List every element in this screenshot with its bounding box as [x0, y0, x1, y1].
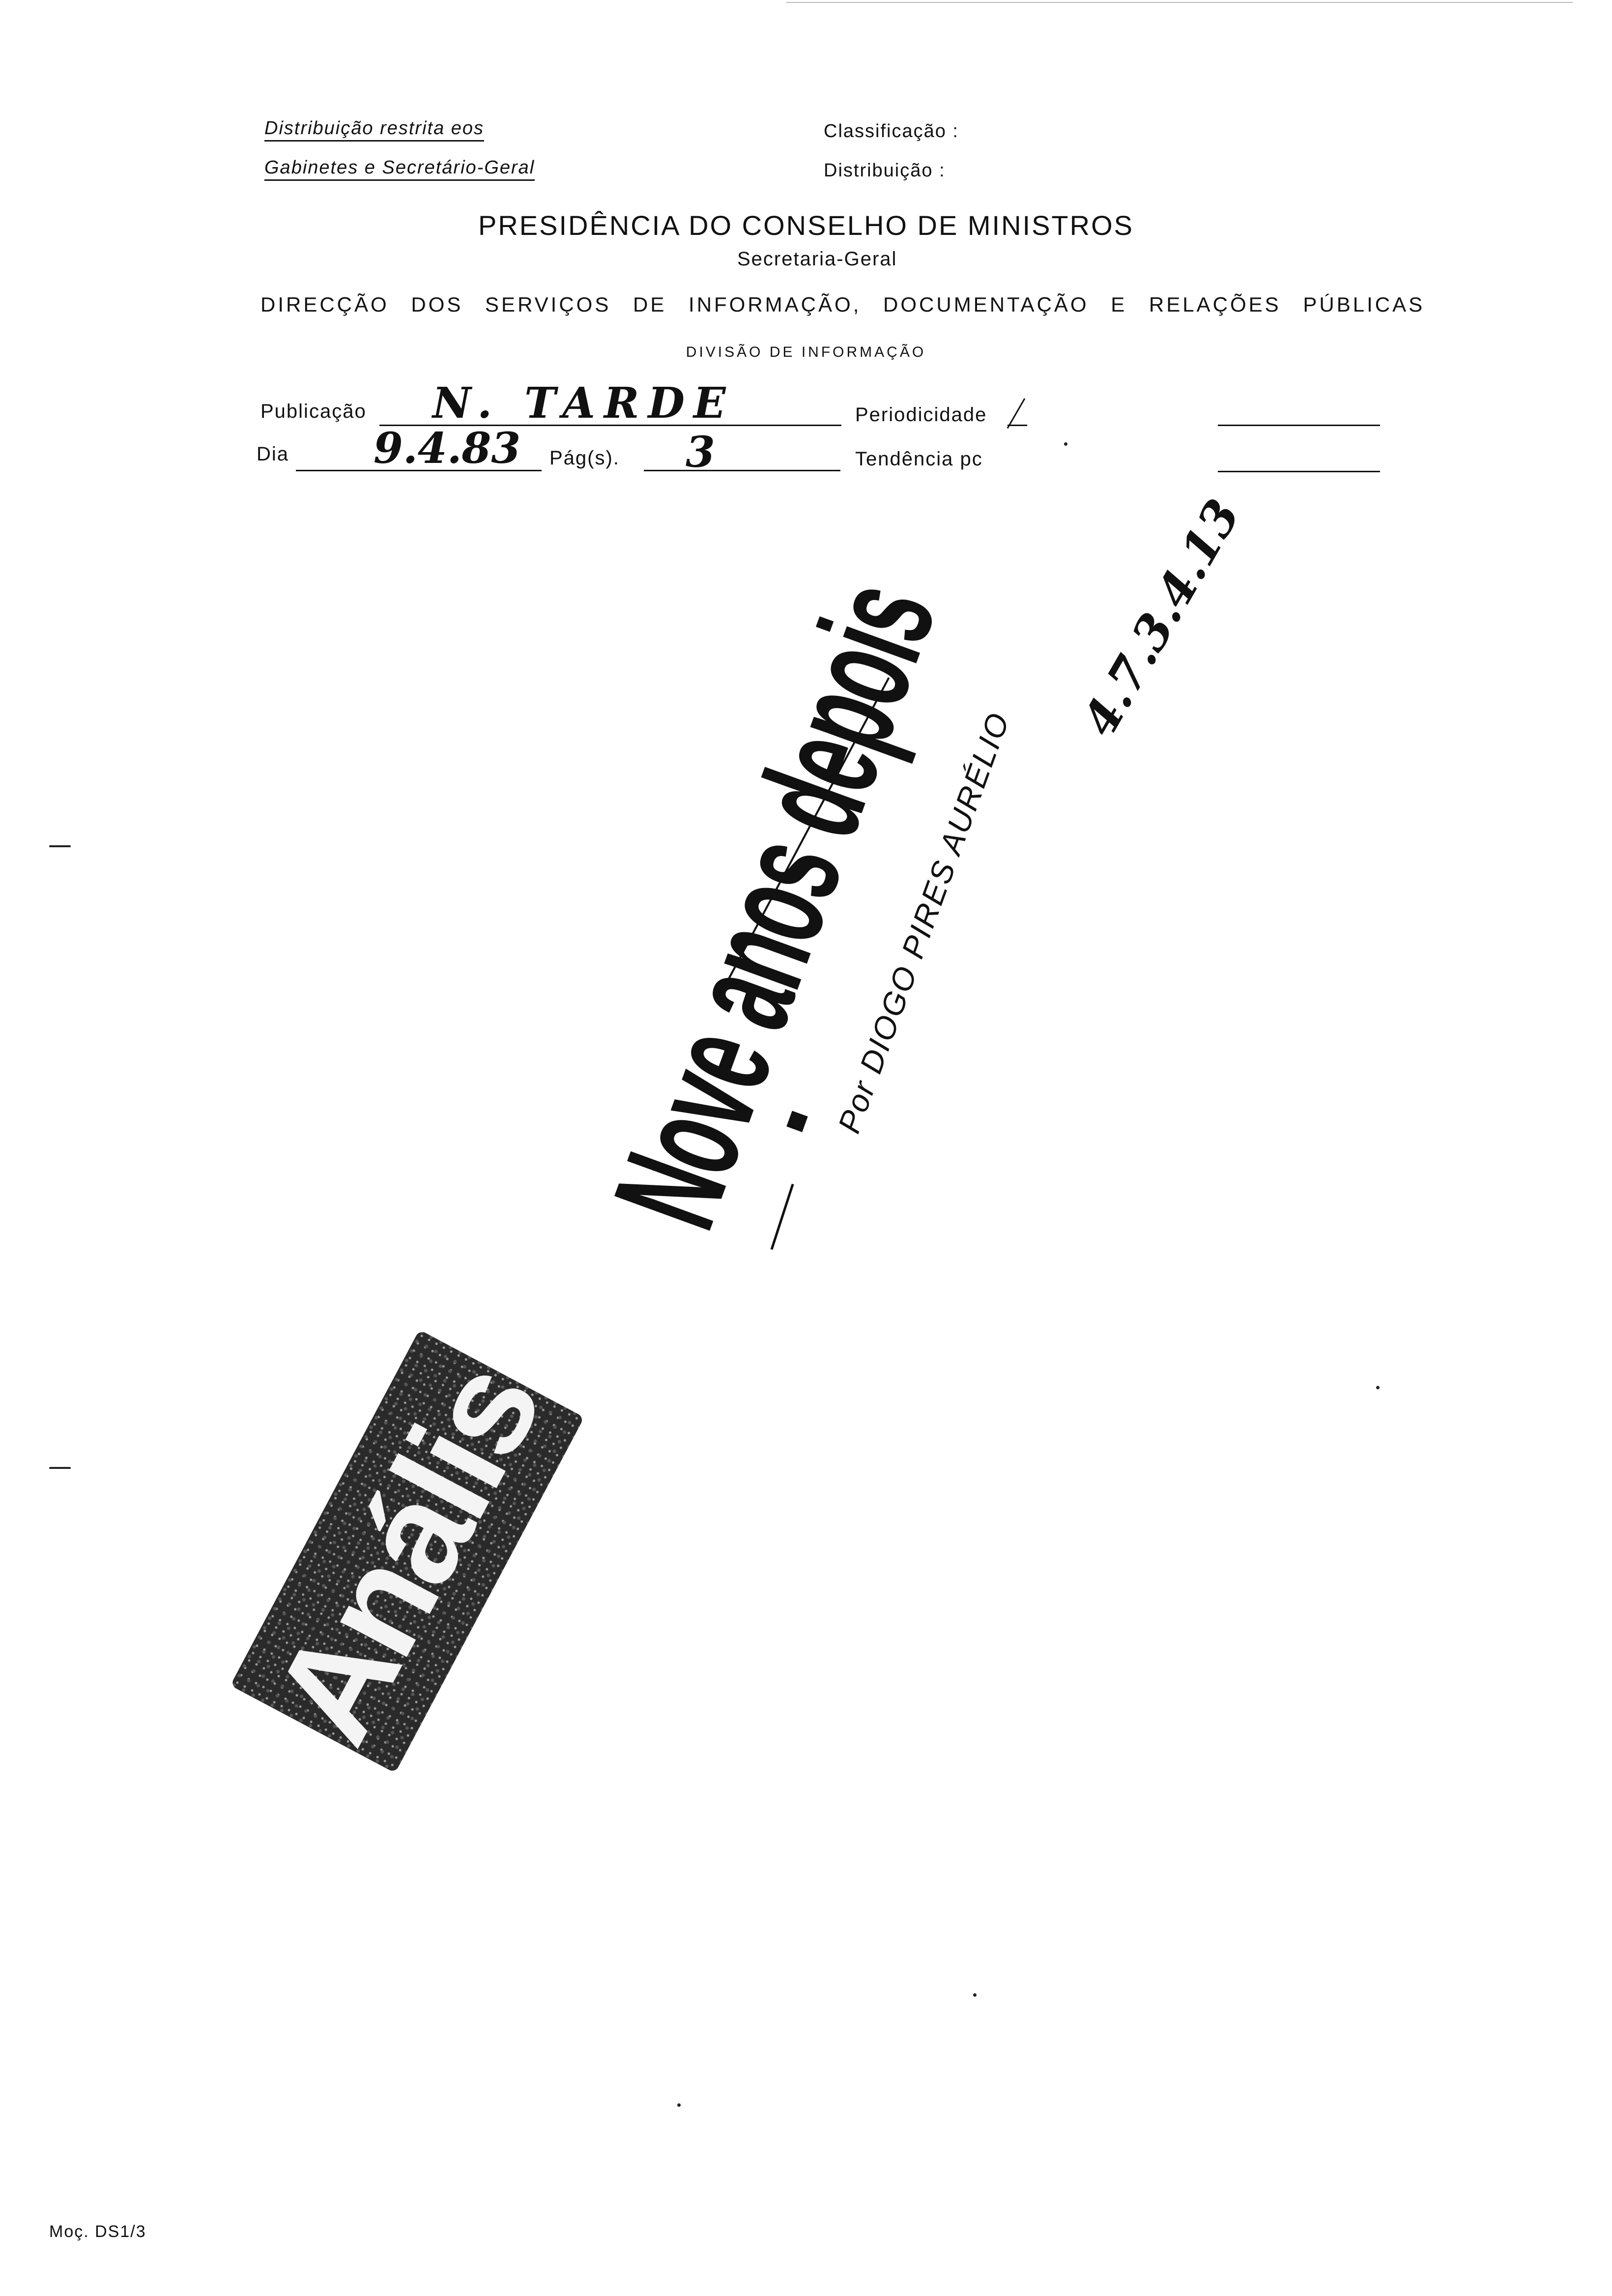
speck — [1064, 442, 1067, 446]
speck — [677, 2103, 681, 2107]
tendencia-label: Tendência pc — [855, 448, 983, 470]
byline-bullet — [786, 1111, 808, 1132]
classificacao-label: Classificação : — [824, 121, 959, 142]
distribuicao-label: Distribuição : — [824, 160, 946, 181]
divisao-line: DIVISÃO DE INFORMAÇÃO — [686, 344, 926, 360]
distribution-note-line-2: Gabinetes e Secretário-Geral — [264, 157, 535, 181]
edge-mark — [49, 845, 71, 847]
tendencia-rule-right — [1218, 471, 1380, 472]
pags-handwritten: 3 — [686, 428, 715, 477]
publicacao-rule — [379, 425, 841, 426]
pen-tick — [1007, 398, 1026, 429]
scan-edge-line — [786, 2, 1573, 3]
pags-label: Pág(s). — [549, 447, 620, 469]
publicacao-label: Publicação — [260, 401, 367, 422]
periodicidade-label: Periodicidade — [855, 404, 987, 426]
pen-stroke-short — [770, 1183, 794, 1250]
clipping-headline: Nove anos depois — [582, 562, 966, 1247]
speck — [973, 1993, 977, 1997]
secretaria-geral: Secretaria-Geral — [737, 248, 897, 270]
dia-label: Dia — [257, 443, 289, 465]
analise-section-stamp: Análise — [230, 1329, 584, 1773]
model-code: Moç. DS1/3 — [49, 2222, 146, 2241]
direccao-line: DIRECÇÃO DOS SERVIÇOS DE INFORMAÇÃO, DOC… — [260, 293, 1425, 316]
speck — [1376, 1386, 1380, 1389]
dia-handwritten: 9.4.83 — [374, 424, 521, 473]
publicacao-handwritten: N. TARDE — [432, 378, 735, 428]
dia-rule — [296, 470, 542, 471]
distribution-note-line-1: Distribuição restrita eos — [264, 118, 485, 142]
periodicidade-rule-right — [1218, 425, 1380, 426]
pags-rule — [644, 470, 840, 471]
org-title: PRESIDÊNCIA DO CONSELHO DE MINISTROS — [478, 210, 1134, 241]
edge-mark — [49, 1467, 71, 1469]
handwritten-margin-note: 4.7.3.4.13 — [1071, 490, 1251, 746]
periodicidade-rule — [1008, 425, 1027, 426]
